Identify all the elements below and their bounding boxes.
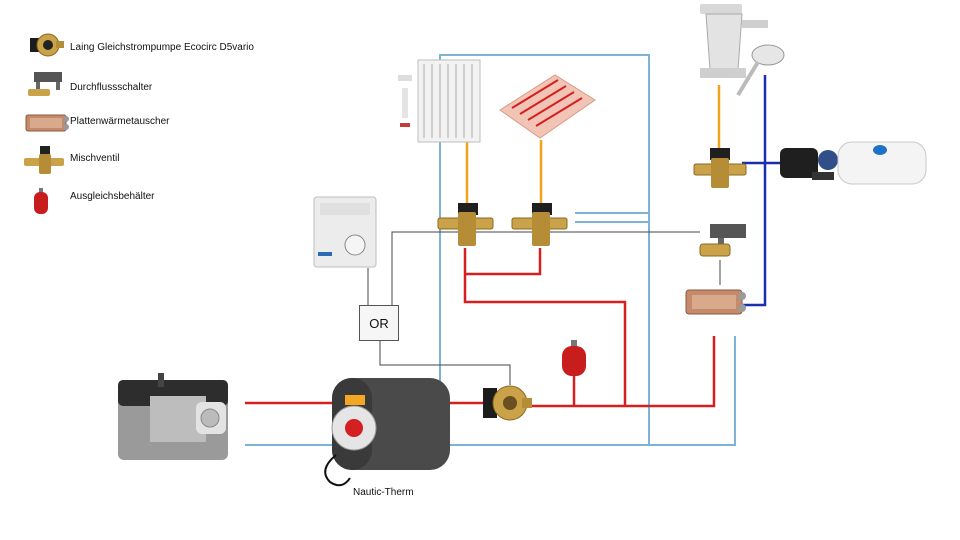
plate-heat-exchanger: [685, 289, 746, 315]
legend-flow-switch-icon: [28, 72, 62, 96]
radiator-icon: [398, 59, 481, 143]
mixing-valve-floor: [511, 203, 568, 246]
boiler-caption: Nautic-Therm: [353, 487, 414, 498]
mixing-valve-tap: [693, 148, 747, 188]
legend-mixing-valve-icon: [24, 146, 64, 174]
mixing-valve-radiator: [437, 203, 494, 246]
return-lines: [245, 54, 736, 446]
faucet-icon: [700, 4, 768, 78]
legend-pump-icon: [30, 33, 64, 57]
hot-lines: [245, 248, 716, 408]
expansion-tank: [562, 340, 586, 376]
boiler-icon: [324, 378, 450, 487]
legend-label-pump: Laing Gleichstrompumpe Ecocirc D5vario: [70, 42, 254, 53]
water-tank-icon: [837, 141, 927, 185]
main-pump-icon: [483, 385, 532, 421]
legend-plate-heat-exchanger-icon: [25, 114, 69, 132]
thermostat-icon: [313, 196, 377, 268]
flow-switch: [699, 224, 746, 257]
or-gate: OR: [359, 305, 399, 341]
water-pump-icon: [780, 148, 838, 180]
legend-label-expansion-tank: Ausgleichsbehälter: [70, 191, 155, 202]
legend-label-heat-exchanger: Plattenwärmetauscher: [70, 116, 170, 127]
legend-expansion-tank-icon: [34, 188, 48, 214]
floor-heating-icon: [499, 74, 596, 139]
heater-feed-lines: [465, 85, 721, 205]
legend-label-flow-switch: Durchflussschalter: [70, 82, 153, 93]
or-gate-label: OR: [369, 315, 389, 331]
legend-label-mixing-valve: Mischventil: [70, 153, 120, 164]
control-lines: [367, 231, 721, 385]
shower-head-icon: [736, 44, 785, 97]
diesel-heater-icon: [118, 373, 228, 460]
fresh-water-lines: [742, 75, 780, 307]
